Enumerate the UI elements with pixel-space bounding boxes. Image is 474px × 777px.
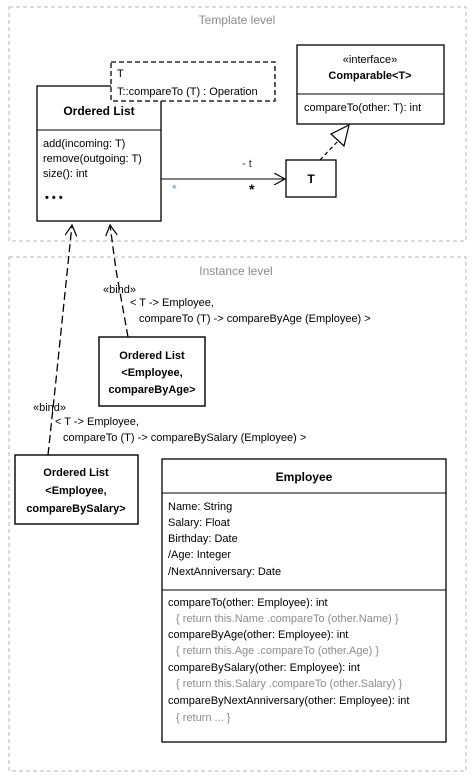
employee-op-comparebynextanniversary-body: { return ... }	[176, 712, 231, 724]
association-role-t: - t	[242, 158, 252, 170]
list-by-salary-line1: Ordered List	[43, 467, 109, 479]
comparable-operation: compareTo(other: T): int	[304, 102, 421, 114]
ordered-list-op-add: add(incoming: T)	[43, 138, 125, 150]
t-type-box[interactable]: T	[285, 159, 337, 198]
employee-attr-name: Name: String	[168, 501, 232, 513]
realization-arrow	[319, 123, 350, 161]
employee-op-comparebyage-body: { return this.Age .compareTo (other.Age)…	[176, 645, 379, 657]
comparable-stereotype: «interface»	[343, 54, 397, 66]
bind-salary-line1: < T -> Employee,	[55, 416, 139, 428]
list-by-salary-line3: compareBySalary>	[26, 503, 125, 515]
bind-salary-keyword: «bind»	[33, 402, 66, 414]
bind-age-line1: < T -> Employee,	[130, 297, 214, 309]
t-type-name: T	[307, 172, 315, 186]
employee-op-comparebyage: compareByAge(other: Employee): int	[168, 629, 348, 641]
instance-level-frame: Instance level	[8, 256, 467, 772]
employee-attr-age: /Age: Integer	[168, 549, 231, 561]
list-by-age-line2: <Employee,	[121, 367, 182, 379]
employee-attr-next-anniversary: /NextAnniversary: Date	[168, 566, 281, 578]
employee-op-comparebysalary: compareBySalary(other: Employee): int	[168, 662, 360, 674]
bind-dependency-salary: «bind» < T -> Employee, compareTo (T) ->…	[33, 225, 306, 456]
list-by-age-line3: compareByAge>	[108, 384, 195, 396]
template-parameter-box: T T::compareTo (T) : Operation	[110, 61, 276, 102]
template-param-t: T	[117, 68, 124, 80]
bind-age-line2: compareTo (T) -> compareByAge (Employee)…	[139, 313, 371, 325]
employee-class[interactable]: Employee Name: String Salary: Float Birt…	[161, 458, 447, 743]
ordered-list-by-age-class[interactable]: Ordered List <Employee, compareByAge>	[98, 336, 206, 407]
employee-op-comparebysalary-body: { return this.Salary .compareTo (other.S…	[176, 678, 403, 690]
ordered-list-op-remove: remove(outgoing: T)	[43, 153, 142, 165]
bind-dependency-age: «bind» < T -> Employee, compareTo (T) ->…	[103, 225, 371, 338]
employee-attr-birthday: Birthday: Date	[168, 533, 238, 545]
ordered-list-ellipsis: • • •	[45, 192, 63, 204]
association-list-to-t: - t * *	[161, 158, 285, 197]
association-target-multiplicity: *	[249, 181, 255, 197]
bind-salary-line2: compareTo (T) -> compareBySalary (Employ…	[63, 432, 306, 444]
template-level-frame: Template level	[8, 6, 467, 242]
comparable-name: Comparable<T>	[328, 70, 411, 82]
template-param-compareto: T::compareTo (T) : Operation	[117, 86, 258, 98]
ordered-list-name: Ordered List	[63, 104, 134, 118]
employee-op-compareto-body: { return this.Name .compareTo (other.Nam…	[176, 613, 399, 625]
comparable-interface[interactable]: «interface» Comparable<T> compareTo(othe…	[296, 44, 445, 125]
list-by-salary-line2: <Employee,	[45, 485, 106, 497]
bind-age-keyword: «bind»	[103, 284, 136, 296]
ordered-list-by-salary-class[interactable]: Ordered List <Employee, compareBySalary>	[14, 454, 139, 525]
employee-name: Employee	[276, 470, 333, 484]
employee-op-compareto: compareTo(other: Employee): int	[168, 597, 328, 609]
ordered-list-class[interactable]: Ordered List add(incoming: T) remove(out…	[36, 85, 162, 222]
list-by-age-line1: Ordered List	[119, 350, 185, 362]
template-level-title: Template level	[199, 13, 276, 27]
instance-level-title: Instance level	[199, 264, 272, 278]
ordered-list-op-size: size(): int	[43, 168, 88, 180]
employee-attr-salary: Salary: Float	[168, 517, 230, 529]
association-source-multiplicity: *	[172, 182, 177, 196]
employee-op-comparebynextanniversary: compareByNextAnniversary(other: Employee…	[168, 695, 409, 707]
